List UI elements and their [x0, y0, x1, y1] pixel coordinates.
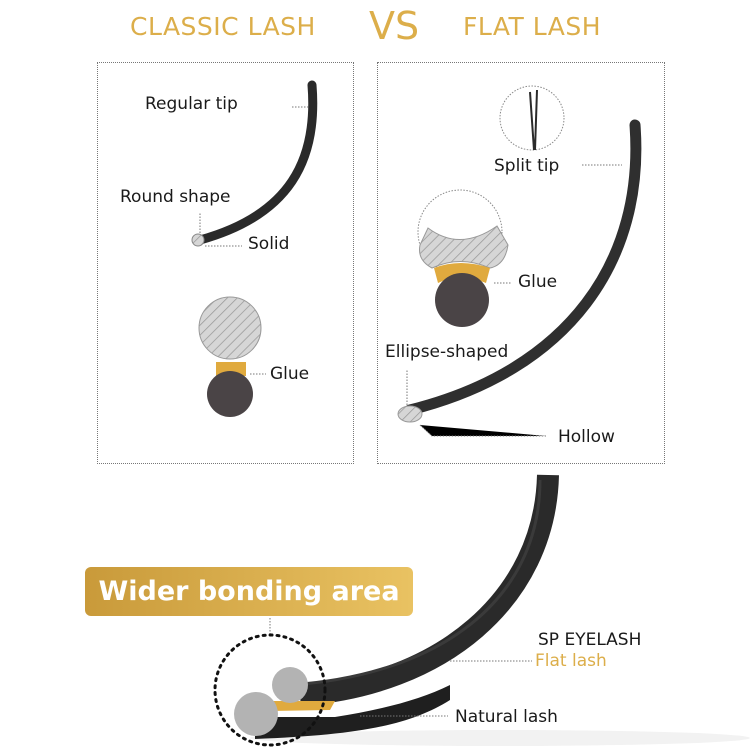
regular-tip-label: Regular tip	[145, 94, 238, 114]
classic-glue-label: Glue	[270, 364, 310, 384]
classic-lash-curve	[191, 80, 318, 247]
vs-heading: VS	[369, 4, 420, 48]
flat-glue-label: Glue	[518, 272, 558, 292]
flat-cross-section	[417, 189, 512, 327]
split-tip-detail	[499, 85, 622, 166]
classic-lash-panel	[97, 62, 354, 464]
flat-lash-panel	[377, 62, 665, 464]
flat-lash-heading: FLAT LASH	[463, 12, 602, 41]
flat-lash-curve	[397, 119, 642, 437]
wider-bonding-area-banner: Wider bonding area	[85, 567, 413, 616]
sp-eyelash-label: SP EYELASH	[538, 630, 642, 650]
flat-lash-label: Flat lash	[535, 651, 607, 671]
solid-label: Solid	[248, 234, 290, 254]
classic-cross-section	[198, 296, 266, 417]
classic-lash-heading: CLASSIC LASH	[130, 12, 316, 41]
bonding-illustration	[213, 474, 750, 747]
hollow-label: Hollow	[558, 427, 615, 447]
ellipse-shaped-label: Ellipse-shaped	[385, 342, 509, 362]
split-tip-label: Split tip	[494, 156, 560, 176]
round-shape-label: Round shape	[120, 187, 231, 207]
natural-lash-label: Natural lash	[455, 707, 558, 727]
